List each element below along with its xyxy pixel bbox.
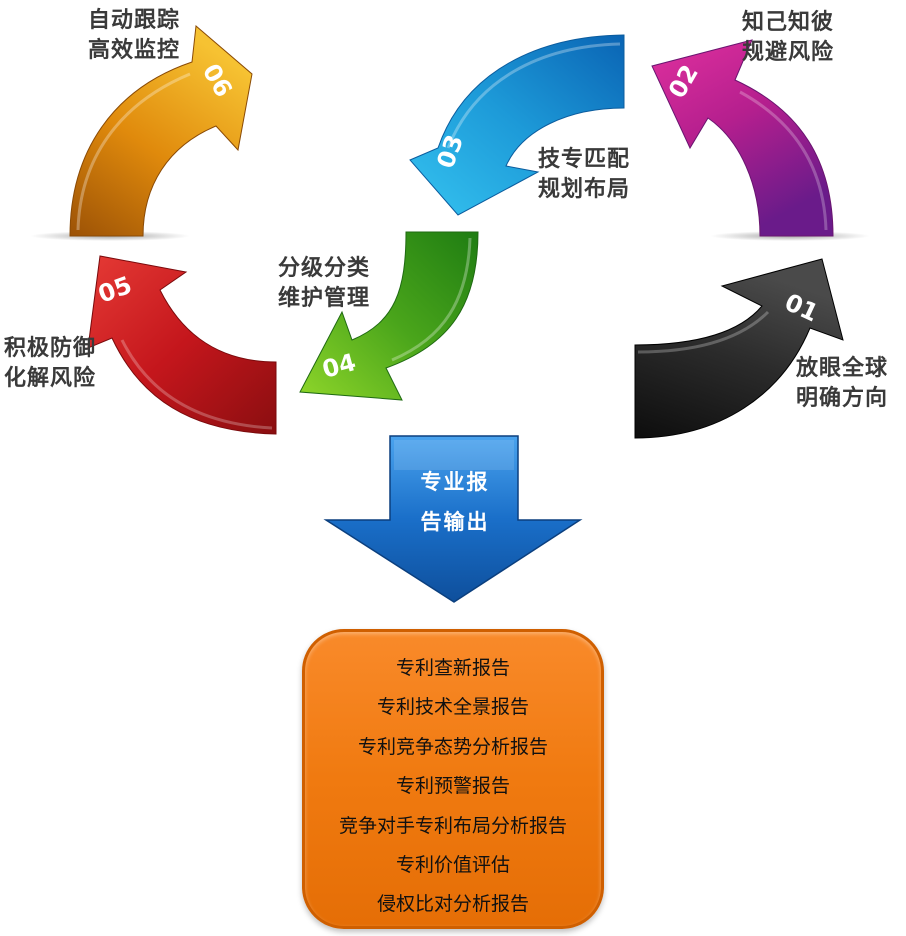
step-01-label: 放眼全球 明确方向 xyxy=(796,354,888,414)
output-title-line1: 专业报 xyxy=(420,470,490,494)
report-item-2: 专利技术全景报告 xyxy=(376,696,529,719)
output-title: 专业报 告输出 xyxy=(395,462,515,542)
arrow-06 xyxy=(69,25,253,237)
report-list: 专利查新报告 专利技术全景报告 专利竞争态势分析报告 专利预警报告 竞争对手专利… xyxy=(305,649,601,925)
step-02-label-line1: 知己知彼 xyxy=(742,10,835,35)
step-03-label-line2: 规划布局 xyxy=(538,177,631,202)
step-06-label-line2: 高效监控 xyxy=(88,38,181,63)
step-06-label: 自动跟踪 高效监控 xyxy=(88,6,180,66)
report-item-6: 专利价值评估 xyxy=(395,854,510,877)
report-item-3: 专利竞争态势分析报告 xyxy=(357,735,548,758)
report-item-5: 竞争对手专利布局分析报告 xyxy=(338,814,567,837)
step-05-label: 积极防御 化解风险 xyxy=(4,334,96,394)
step-04-label-line1: 分级分类 xyxy=(278,256,371,281)
report-item-1: 专利查新报告 xyxy=(395,657,510,679)
arrow-05 xyxy=(87,255,277,435)
step-04-label: 分级分类 维护管理 xyxy=(278,254,370,314)
report-list-box: 专利查新报告 专利技术全景报告 专利竞争态势分析报告 专利预警报告 竞争对手专利… xyxy=(302,629,604,929)
report-item-4: 专利预警报告 xyxy=(395,775,510,798)
step-03-label-line1: 技专匹配 xyxy=(538,147,631,172)
arrow-03 xyxy=(409,34,625,216)
output-arrow xyxy=(323,435,583,603)
step-04-label-line2: 维护管理 xyxy=(278,286,371,311)
step-01-label-line2: 明确方向 xyxy=(796,386,889,411)
arrow-02 xyxy=(651,39,834,237)
arrow-01 xyxy=(634,258,844,439)
output-title-line2: 告输出 xyxy=(420,510,490,534)
step-06-label-line1: 自动跟踪 xyxy=(88,8,181,33)
step-02-label: 知己知彼 规避风险 xyxy=(742,8,834,68)
step-01-label-line1: 放眼全球 xyxy=(796,356,889,381)
arrow-04 xyxy=(299,231,479,401)
step-03-label: 技专匹配 规划布局 xyxy=(538,145,630,205)
step-05-label-line2: 化解风险 xyxy=(4,366,97,391)
step-05-label-line1: 积极防御 xyxy=(4,336,97,361)
step-02-label-line2: 规避风险 xyxy=(742,40,835,65)
report-item-7: 侵权比对分析报告 xyxy=(376,893,529,916)
